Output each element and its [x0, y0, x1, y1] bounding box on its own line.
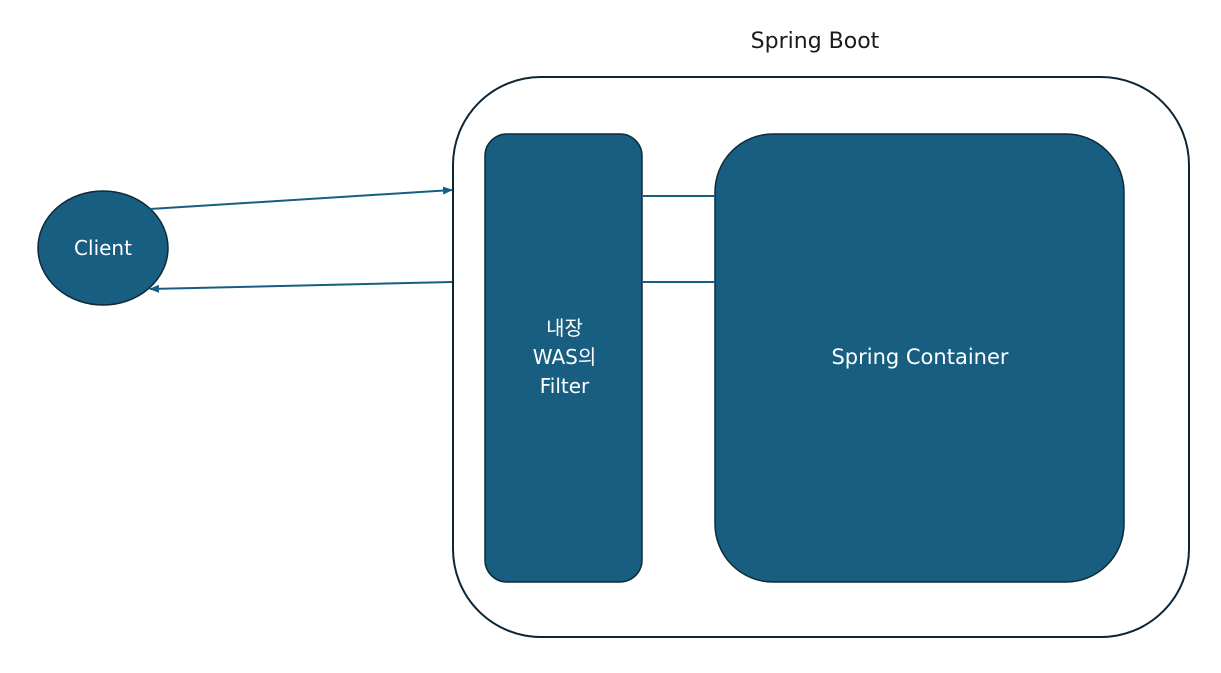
was-filter-label-line2: WAS의 [532, 345, 597, 369]
was-filter-label-line1: 내장 [546, 316, 583, 340]
response-arrow [149, 281, 453, 293]
was-filter-label: 내장 WAS의 Filter [486, 314, 643, 401]
spring-container-label: Spring Container [831, 345, 1009, 369]
spring-boot-title: Spring Boot [750, 29, 880, 54]
was-filter-label-line3: Filter [539, 374, 590, 398]
was-filter-block [484, 133, 643, 583]
client-label: Client [74, 236, 132, 260]
client-node [37, 190, 169, 306]
request-arrow [149, 186, 453, 210]
spring-container-block [714, 133, 1125, 583]
